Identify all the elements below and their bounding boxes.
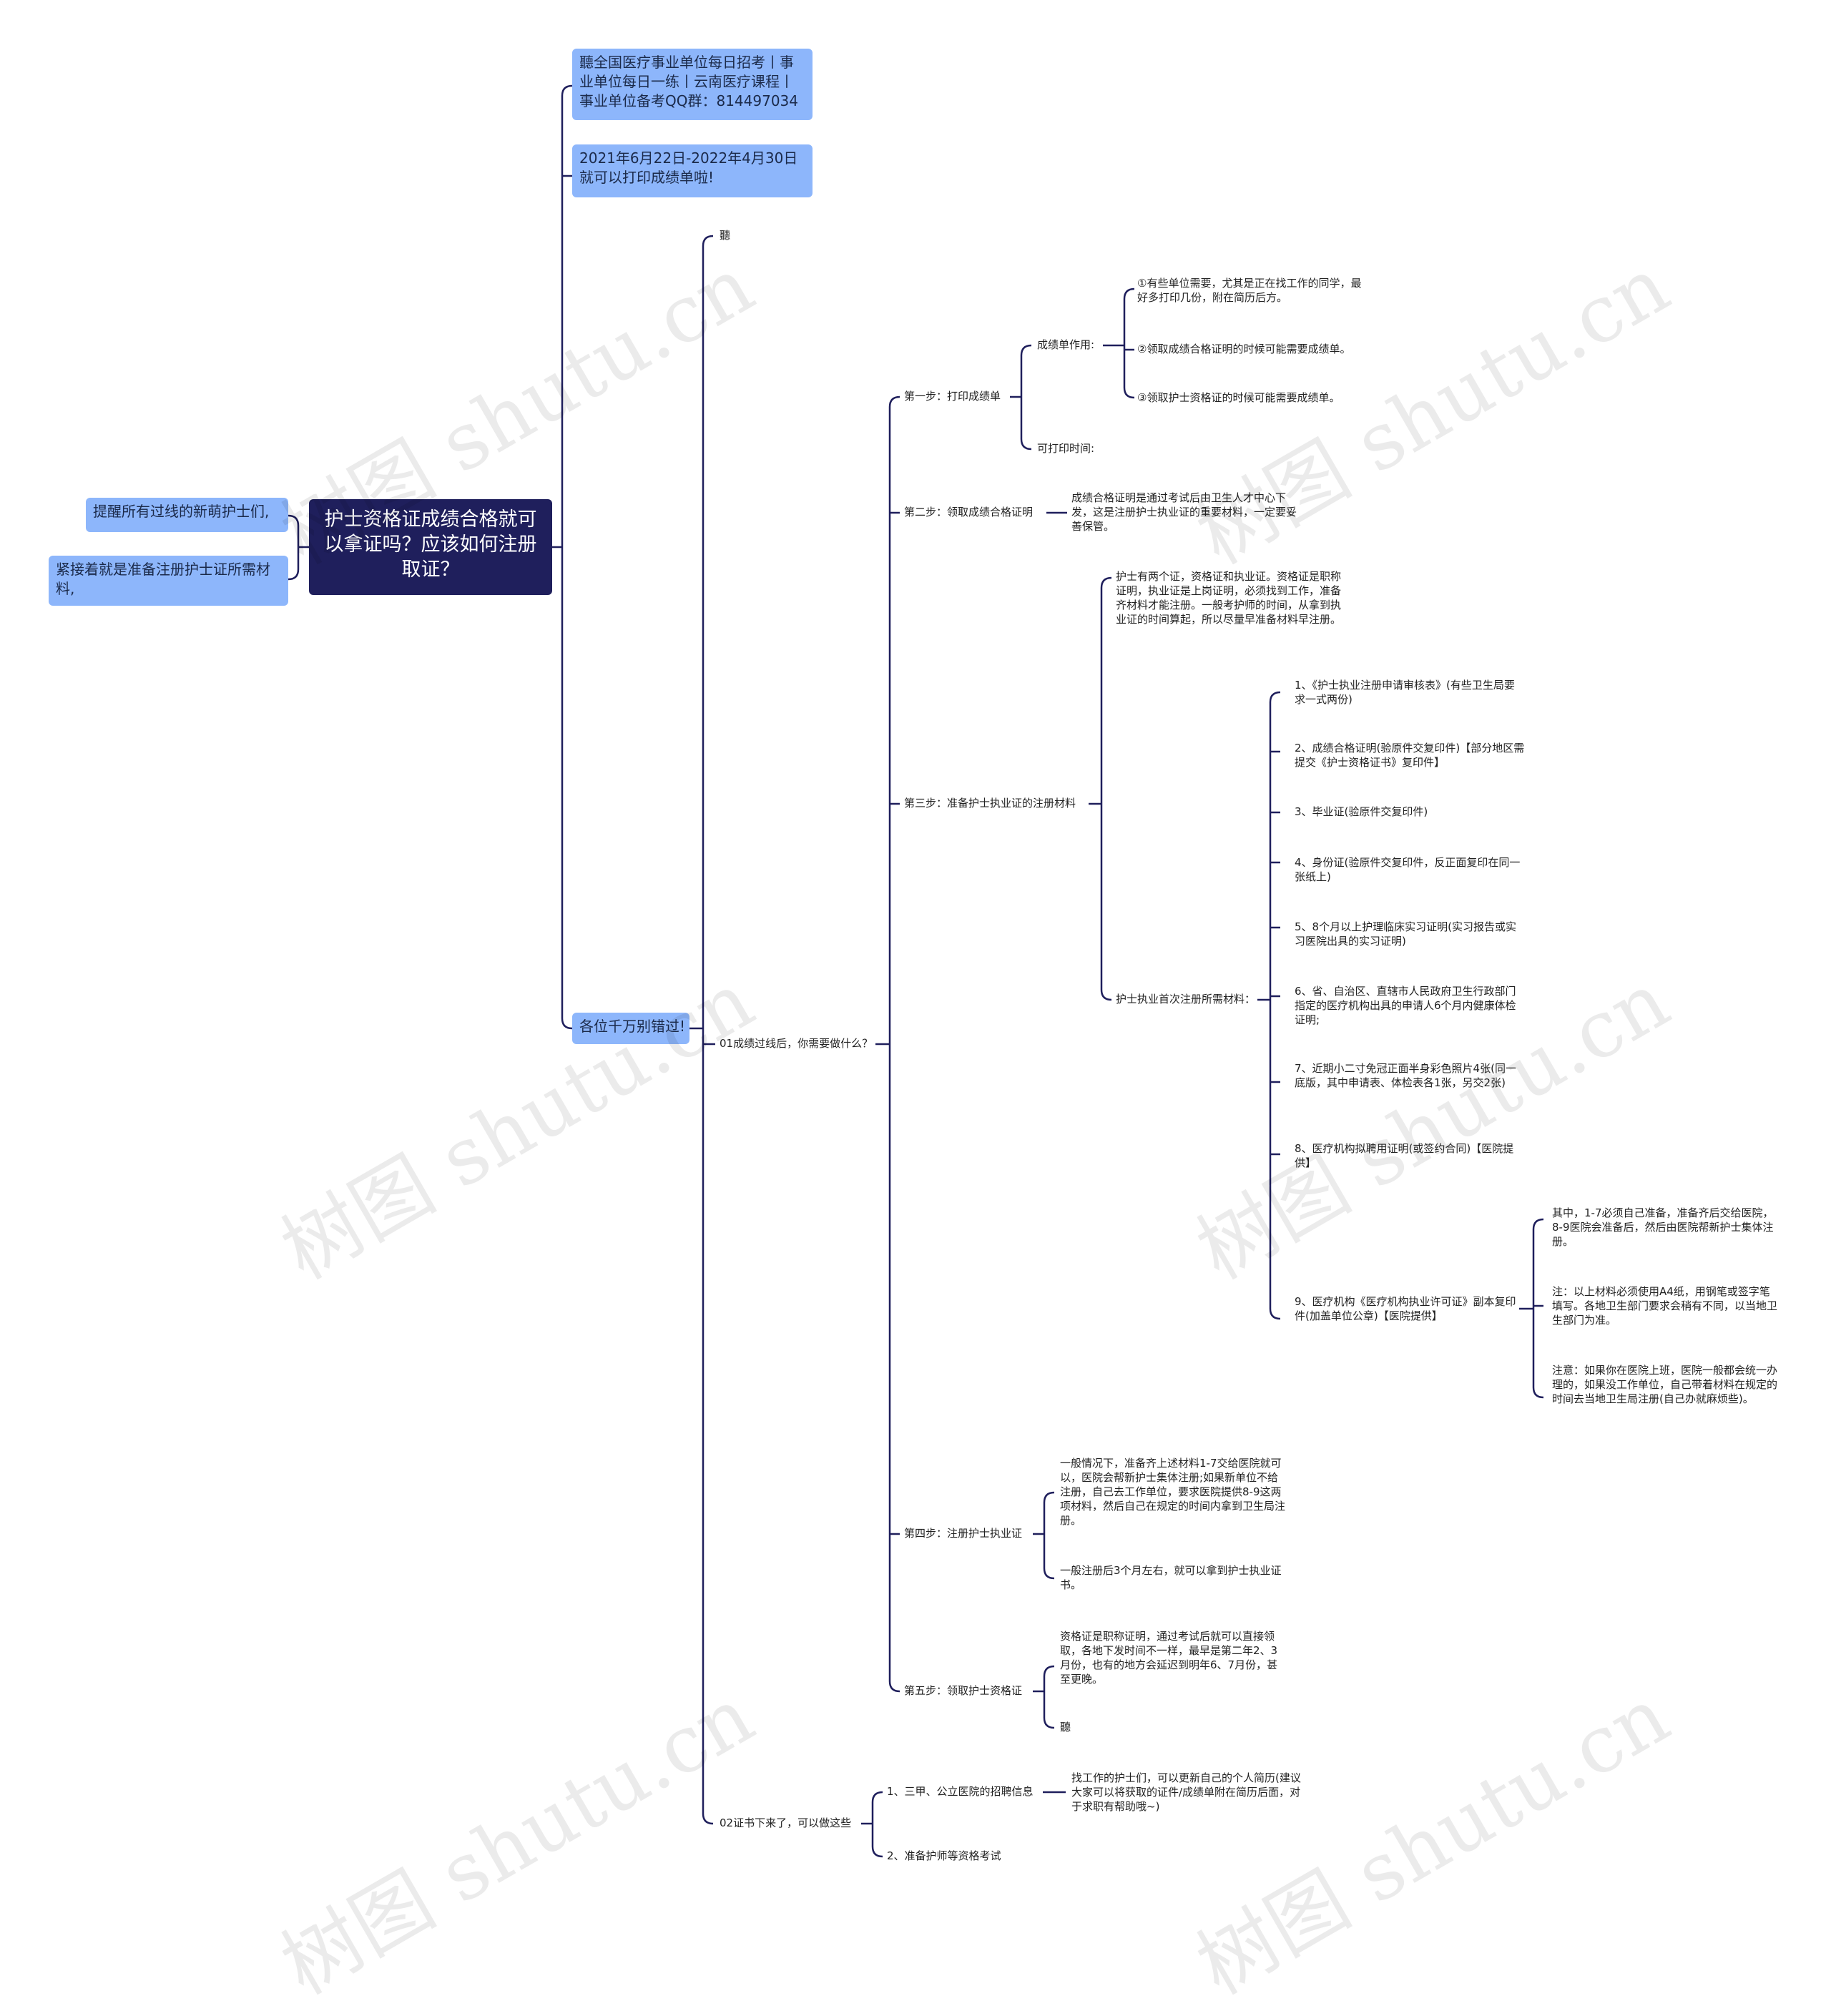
step1-transcript-use[interactable]: 成绩单作用: — [1037, 338, 1095, 351]
material-1[interactable]: 1、《护士执业注册申请审核表》(有些卫生局要求一式两份) — [1295, 679, 1515, 706]
material-note-1[interactable]: 其中，1-7必须自己准备，准备齐后交给医院，8-9医院会准备后，然后由医院帮新护… — [1552, 1206, 1774, 1248]
s02-exam-prep[interactable]: 2、准备护师等资格考试 — [887, 1849, 1001, 1862]
step1-use-2[interactable]: ②领取成绩合格证明的时候可能需要成绩单。 — [1137, 343, 1351, 355]
left-node-reminder[interactable]: 提醒所有过线的新萌护士们, — [86, 498, 288, 532]
left-node-materials[interactable]: 紧接着就是准备注册护士证所需材料, — [49, 556, 288, 606]
step5-desc-1[interactable]: 资格证是职称证明，通过考试后就可以直接领取，各地下发时间不一样，最早是第二年2、… — [1060, 1630, 1278, 1686]
material-note-2[interactable]: 注：以上材料必须使用A4纸，用钢笔或签字笔填写。各地卫生部门要求会稍有不同，以当… — [1552, 1285, 1778, 1327]
step1-print-transcript[interactable]: 第一步：打印成绩单 — [904, 390, 1001, 403]
step5-desc-2[interactable]: 聽 — [1060, 1721, 1071, 1734]
step2-desc[interactable]: 成绩合格证明是通过考试后由卫生人才中心下发，这是注册护士执业证的重要材料，一定要… — [1071, 491, 1297, 533]
blank-node[interactable]: 聽 — [720, 229, 731, 242]
step3-desc[interactable]: 护士有两个证，资格证和执业证。资格证是职称证明，执业证是上岗证明，必须找到工作，… — [1116, 570, 1342, 626]
step3-materials-list[interactable]: 护士执业首次注册所需材料： — [1116, 993, 1256, 1005]
s02-recruitment-desc[interactable]: 找工作的护士们，可以更新自己的个人简历(建议大家可以将获取的证件/成绩单附在简历… — [1071, 1771, 1301, 1813]
material-4[interactable]: 4、身份证(验原件交复印件，反正面复印在同一张纸上) — [1295, 856, 1521, 883]
material-5[interactable]: 5、8个月以上护理临床实习证明(实习报告或实习医院出具的实习证明) — [1295, 920, 1516, 948]
step4-register-license[interactable]: 第四步：注册护士执业证 — [904, 1527, 1023, 1540]
step1-use-1[interactable]: ①有些单位需要，尤其是正在找工作的同学，最好多打印几份，附在简历后方。 — [1137, 277, 1362, 304]
material-note-3[interactable]: 注意：如果你在医院上班，医院一般都会统一办理的，如果没工作单位，自己带着材料在规… — [1552, 1364, 1778, 1405]
material-6[interactable]: 6、省、自治区、直辖市人民政府卫生行政部门指定的医疗机构出具的申请人6个月内健康… — [1295, 985, 1516, 1026]
step4-desc-2[interactable]: 一般注册后3个月左右，就可以拿到护士执业证书。 — [1060, 1564, 1282, 1591]
node-dont-miss[interactable]: 各位千万别错过! — [572, 1013, 689, 1044]
node-ad-recruitment[interactable]: 聽全国医疗事业单位每日招考丨事业单位每日一练丨云南医疗课程丨事业单位备考QQ群：… — [572, 49, 813, 120]
node-02-certificate[interactable]: 02证书下来了，可以做这些 — [720, 1816, 852, 1829]
material-8[interactable]: 8、医疗机构拟聘用证明(或签约合同)【医院提供】 — [1295, 1142, 1514, 1169]
root-topic[interactable]: 护士资格证成绩合格就可以拿证吗？应该如何注册取证？ — [309, 499, 552, 595]
step2-pass-certificate[interactable]: 第二步：领取成绩合格证明 — [904, 506, 1034, 518]
material-3[interactable]: 3、毕业证(验原件交复印件) — [1295, 805, 1428, 818]
s02-recruitment-info[interactable]: 1、三甲、公立医院的招聘信息 — [887, 1785, 1034, 1798]
step3-prepare-materials[interactable]: 第三步：准备护士执业证的注册材料 — [904, 797, 1076, 810]
step1-use-3[interactable]: ③领取护士资格证的时候可能需要成绩单。 — [1137, 391, 1340, 404]
node-print-date[interactable]: 2021年6月22日-2022年4月30日就可以打印成绩单啦! — [572, 144, 813, 197]
node-01-after-pass[interactable]: 01成绩过线后，你需要做什么？ — [720, 1037, 873, 1050]
material-2[interactable]: 2、成绩合格证明(验原件交复印件)【部分地区需提交《护士资格证书》复印件】 — [1295, 742, 1525, 769]
step4-desc-1[interactable]: 一般情况下，准备齐上述材料1-7交给医院就可以，医院会帮新护士集体注册;如果新单… — [1060, 1457, 1286, 1527]
material-9[interactable]: 9、医疗机构《医疗机构执业许可证》副本复印件(加盖单位公章)【医院提供】 — [1295, 1295, 1516, 1322]
step1-print-time[interactable]: 可打印时间: — [1037, 442, 1095, 455]
step5-collect-qualification[interactable]: 第五步：领取护士资格证 — [904, 1684, 1023, 1697]
connector-lines — [288, 84, 1544, 1858]
material-7[interactable]: 7、近期小二寸免冠正面半身彩色照片4张(同一底版，其中申请表、体检表各1张，另交… — [1295, 1062, 1516, 1089]
